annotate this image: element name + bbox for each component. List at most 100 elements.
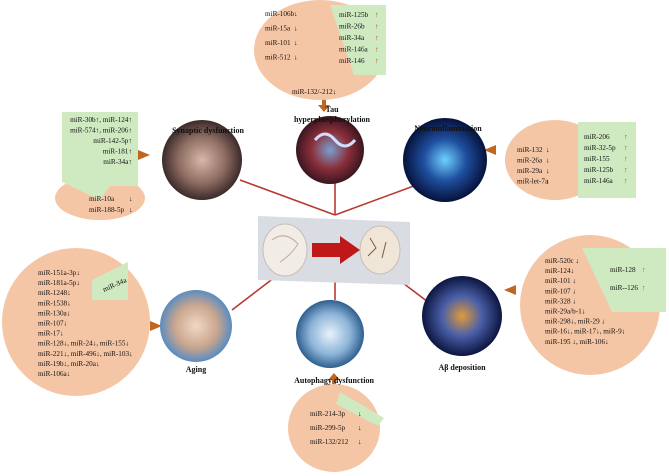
aging-mirna-panel xyxy=(2,248,150,396)
aging-mirna: miR-1248↓ xyxy=(38,289,71,297)
arrow-aging xyxy=(150,321,162,331)
synaptic-green-list: miR-30b↑, miR-124↑ miR-574↑, miR-206↑ miR-… xyxy=(70,116,132,166)
abeta-mirna: miR-298↓, miR-29 ↓ xyxy=(545,318,605,326)
neuro-down-down-arrow-icon: ↓ xyxy=(546,146,550,154)
synaptic-down-mirna: miR-10a xyxy=(89,195,115,203)
aging-mirna: miR-19b↓, miR-20a↓ xyxy=(38,360,100,368)
aging-mirna: miR-17↓ xyxy=(38,330,64,338)
tau-up-up-arrow-icon: ↑ xyxy=(375,34,379,42)
synaptic-green-mirna: miR-181↑ xyxy=(103,148,132,156)
neuro-down-mirna: miR-26a xyxy=(517,157,543,165)
aging-image xyxy=(160,290,232,362)
autophagy-down-down-arrow-icon: ↓ xyxy=(358,424,362,432)
tau-up-up-arrow-icon: ↑ xyxy=(375,57,379,65)
tau-up-mirna: miR-34a xyxy=(339,34,365,42)
neuro-down-down-arrow-icon: ↓ xyxy=(546,167,550,175)
neuro-down-list: miR-132↓miR-26a↓miR-29a↓miR-let-7a↓ xyxy=(517,146,550,186)
aging-mirna: miR-151a-3p↓ xyxy=(38,269,80,277)
aging-title: Aging xyxy=(186,365,206,374)
tau-title-line2: hyperphosphorylation xyxy=(294,115,371,124)
neuro-up-up-arrow-icon: ↑ xyxy=(624,166,628,174)
tau-up-up-arrow-icon: ↑ xyxy=(375,23,379,31)
abeta-mirna: miR-29a/b-1↓ xyxy=(545,308,585,316)
abeta-mirna: miR-101 ↓ xyxy=(545,277,576,285)
neuro-up-mirna: miR-125b xyxy=(584,166,614,174)
abeta-mirna: miR-328 ↓ xyxy=(545,297,576,305)
neuro-down-mirna: miR-let-7a xyxy=(517,178,549,186)
abeta-image xyxy=(422,276,502,356)
synaptic-green-mirna: miR-142-5p↑ xyxy=(93,137,132,145)
synaptic-green-mirna: miR-574↑, miR-206↑ xyxy=(70,127,132,135)
autophagy-title: Autophagy dysfunction xyxy=(294,376,374,385)
neuro-title: Neuroinflammation xyxy=(414,124,482,133)
tau-down-down-arrow-icon: ↓ xyxy=(294,54,298,62)
tau-up-up-arrow-icon: ↑ xyxy=(375,46,379,54)
aging-mirna: miR-221↓, miR-496↓, miR-103↓ xyxy=(38,350,133,358)
central-brain-panel xyxy=(258,216,410,285)
aging-mirna: miR-1538↓ xyxy=(38,299,71,307)
neuro-up-up-arrow-icon: ↑ xyxy=(624,155,628,163)
tau-down-mirna: miR-101 xyxy=(265,39,291,47)
synaptic-mirna-panel xyxy=(55,112,145,220)
neuro-image xyxy=(403,118,487,202)
aging-mirna: miR-130a↓ xyxy=(38,309,70,317)
tau-down-mirna: miR-106b xyxy=(265,10,295,18)
autophagy-mirna-panel xyxy=(288,384,384,472)
tau-image xyxy=(296,116,364,184)
abeta-mirna-panel xyxy=(520,235,666,375)
arrow-synaptic xyxy=(138,150,150,160)
neuro-up-up-arrow-icon: ↑ xyxy=(624,177,628,185)
autophagy-down-mirna: miR-214-3p xyxy=(310,410,346,418)
autophagy-down-down-arrow-icon: ↓ xyxy=(358,438,362,446)
aging-mirna: miR-181a-5p↓ xyxy=(38,279,80,287)
abeta-mirna: miR-124↓ xyxy=(545,267,574,275)
tau-up-mirna: miR-146 xyxy=(339,57,365,65)
abeta-up-up-arrow-icon: ↑ xyxy=(642,284,646,292)
neuro-down-mirna: miR-132 xyxy=(517,146,543,154)
tau-down-down-arrow-icon: ↓ xyxy=(294,25,298,33)
neuro-up-mirna: miR-206 xyxy=(584,133,610,141)
abeta-title: Aβ deposition xyxy=(438,363,486,372)
autophagy-down-list: miR-214-3p↓miR-299-5p↓miR-132/212↓ xyxy=(310,410,362,446)
tau-down-down-arrow-icon: ↓ xyxy=(294,39,298,47)
abeta-mirna: miR-195 ↓, miR-106↓ xyxy=(545,338,609,346)
aging-mirna: miR-128↓, miR-24↓, miR-155↓ xyxy=(38,340,129,348)
synaptic-green-mirna: miR-30b↑, miR-124↑ xyxy=(70,116,132,124)
arrow-neuro xyxy=(484,145,496,155)
neuro-up-up-arrow-icon: ↑ xyxy=(624,144,628,152)
synaptic-green-mirna: miR-34a↑ xyxy=(103,158,132,166)
tau-up-up-arrow-icon: ↑ xyxy=(375,11,379,19)
neuro-down-down-arrow-icon: ↓ xyxy=(546,157,550,165)
neuro-mirna-panel xyxy=(505,120,636,200)
arrow-autophagy xyxy=(328,373,340,388)
synaptic-down-mirna: miR-188-5p xyxy=(89,206,125,214)
autophagy-down-mirna: miR-132/212 xyxy=(310,438,349,446)
abeta-list: miR-520c ↓miR-124↓miR-101 ↓miR-107 ↓miR-… xyxy=(545,257,625,346)
tau-down-mirna: miR-512 xyxy=(265,54,291,62)
autophagy-down-down-arrow-icon: ↓ xyxy=(358,410,362,418)
arrow-abeta xyxy=(504,285,516,295)
progression-arrow xyxy=(312,236,360,264)
synaptic-image xyxy=(162,120,242,200)
synaptic-down-down-arrow-icon: ↓ xyxy=(129,206,133,214)
neuro-up-mirna: miR-155 xyxy=(584,155,610,163)
neuro-down-down-arrow-icon: ↓ xyxy=(546,178,550,186)
abeta-mirna: miR-520c ↓ xyxy=(545,257,579,265)
tau-down-mirna: miR-15a xyxy=(265,25,291,33)
tau-up-mirna: miR-26b xyxy=(339,23,365,31)
tau-up-mirna: miR-146a xyxy=(339,46,369,54)
aging-list: miR-151a-3p↓ miR-181a-5p↓ miR-1248↓ miR-153… xyxy=(38,269,133,378)
tau-down-down-arrow-icon: ↓ xyxy=(294,10,298,18)
tau-down-mirna: miR-132/-212↓ xyxy=(292,88,336,96)
neuro-up-up-arrow-icon: ↑ xyxy=(624,133,628,141)
abeta-up-mirna: miR-128 xyxy=(610,266,636,274)
synaptic-title: Synaptic dysfunction xyxy=(172,126,244,135)
arrow-tau xyxy=(318,98,330,112)
orange-arrows xyxy=(138,98,516,388)
tau-up-mirna: miR-125b xyxy=(339,11,369,19)
aging-mirna: miR-106a↓ xyxy=(38,370,70,378)
autophagy-image xyxy=(296,300,364,368)
abeta-up-mirna: miR--126 xyxy=(610,284,638,292)
tau-up-list: miR-125b ↑ miR-26b ↑ miR-34a ↑ miR-146a ↑ miR-14… xyxy=(339,11,379,65)
